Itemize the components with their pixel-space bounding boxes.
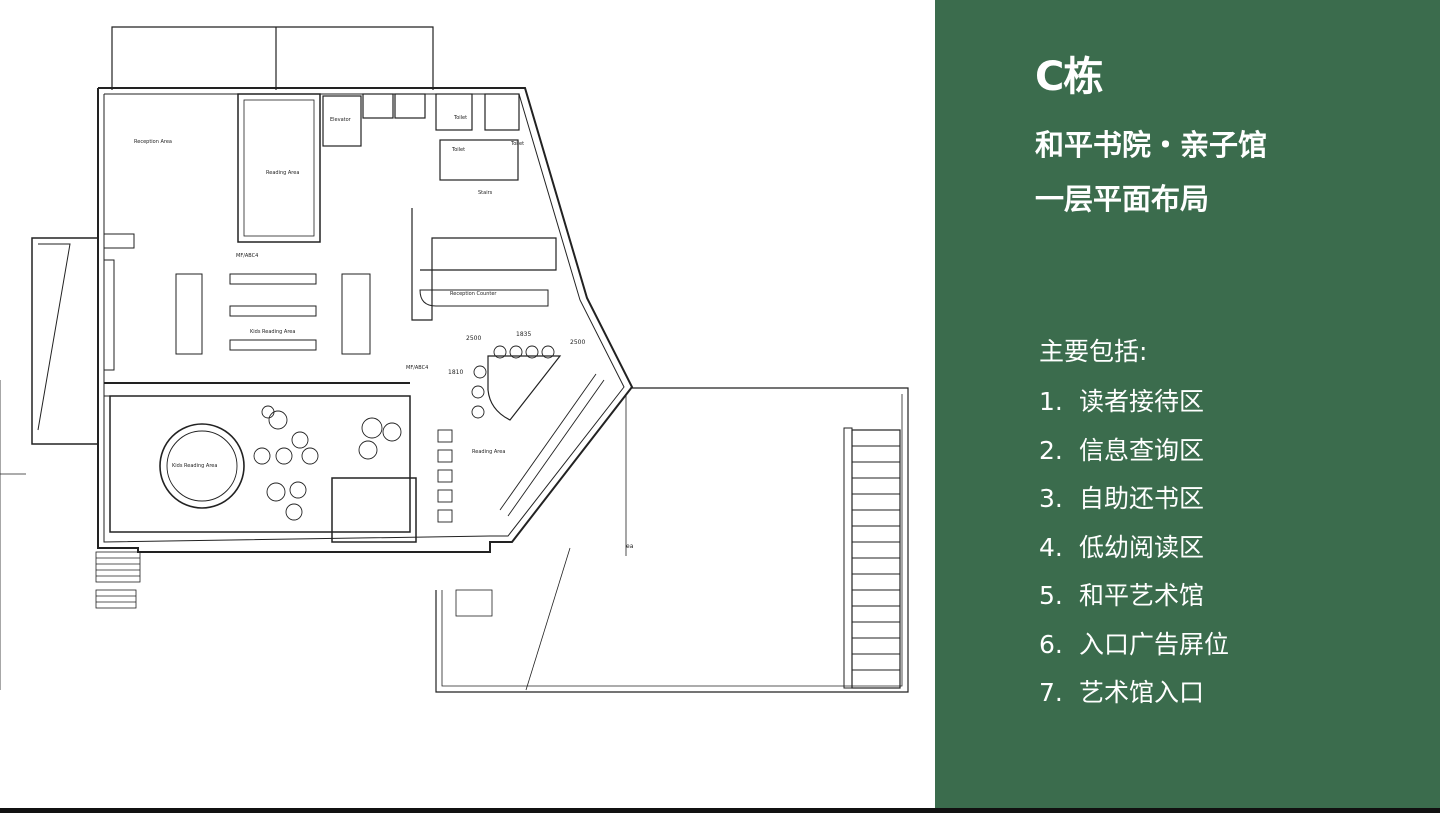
list-item-number: 5. — [1039, 581, 1063, 610]
entrance-canopy — [111, 26, 434, 90]
label-gate-tag-1: MF/ABC4 — [236, 253, 259, 259]
label-fragment-ea: ea — [626, 543, 634, 550]
bottom-border — [0, 808, 1440, 813]
floor-plan: Reception Area Reading Area Elevator Toi… — [0, 26, 909, 693]
list-item: 3. 自助还书区 — [1039, 479, 1229, 528]
list-item-number: 4. — [1039, 532, 1063, 562]
outside-stairs — [95, 551, 141, 609]
label-gate-tag-2: MF/ABC4 — [406, 365, 429, 371]
label-dimension-4: 1810 — [448, 369, 464, 376]
floor-plan-drawing — [0, 26, 909, 693]
list-item-number: 1. — [1039, 387, 1063, 416]
reading-booths — [437, 373, 605, 523]
list-item-label: 入口广告屏位 — [1079, 629, 1230, 659]
kids-reading-area — [109, 395, 411, 533]
left-annex — [31, 237, 99, 445]
elevator-block — [322, 95, 362, 147]
outer-wall — [97, 87, 634, 553]
gallery-staircase — [851, 429, 901, 689]
list-item: 4. 低幼阅读区 — [1039, 528, 1229, 577]
label-toilet-1: Toilet — [454, 115, 468, 121]
label-reading-area-right: Reading Area — [472, 449, 506, 455]
list-item: 7. 艺术馆入口 — [1039, 673, 1229, 722]
label-reception-area: Reception Area — [134, 139, 172, 145]
label-reading-area-top: Reading Area — [266, 170, 300, 176]
list-item: 1. 读者接待区 — [1039, 382, 1229, 431]
venue-subtitle: 和平书院・亲子馆 — [1035, 128, 1268, 162]
building-title: C栋 — [1035, 54, 1103, 100]
reading-area-top — [237, 93, 321, 243]
label-toilet-3: Toilet — [511, 141, 525, 147]
list-item-label: 信息查询区 — [1079, 435, 1205, 465]
list-heading: 主要包括: — [1039, 337, 1148, 366]
info-panel: C栋 和平书院・亲子馆 一层平面布局 主要包括: 1. 读者接待区 2. 信息查询区… — [935, 0, 1440, 808]
label-stairs: Stairs — [478, 190, 493, 196]
list-item-number: 3. — [1039, 484, 1063, 513]
list-item-label: 艺术馆入口 — [1079, 678, 1205, 707]
list-item: 5. 和平艺术馆 — [1039, 576, 1229, 625]
list-item-label: 读者接待区 — [1079, 387, 1205, 416]
kids-seating — [253, 405, 402, 521]
art-gallery-outline — [435, 387, 909, 693]
label-kids-reading-area-lower: Kids Reading Area — [172, 463, 218, 469]
label-toilet-2: Toilet — [452, 147, 466, 153]
list-item-number: 6. — [1039, 629, 1063, 659]
list-item-label: 低幼阅读区 — [1079, 532, 1205, 562]
layout-subtitle: 一层平面布局 — [1035, 182, 1210, 216]
label-dimension-2: 2500 — [466, 335, 482, 342]
label-elevator: Elevator — [330, 117, 351, 123]
label-dimension-1: 1835 — [516, 331, 532, 338]
label-reception-counter: Reception Counter — [450, 291, 497, 297]
label-kids-reading-area-center: Kids Reading Area — [250, 329, 296, 335]
reception-counter — [411, 208, 557, 321]
label-dimension-3: 2500 — [570, 339, 586, 346]
list-item-number: 7. — [1039, 678, 1063, 707]
art-gallery-box — [331, 477, 417, 543]
list-item-label: 和平艺术馆 — [1079, 581, 1205, 610]
area-list: 1.读者接待区 2.信息查询区 3.自助还书区 4.低幼阅读区 5.和平艺术馆 … — [1039, 382, 1229, 722]
list-item-label: 自助还书区 — [1079, 484, 1205, 513]
list-item: 2. 信息查询区 — [1039, 431, 1229, 480]
kids-round-platform — [159, 423, 245, 509]
list-item: 6. 入口广告屏位 — [1039, 625, 1229, 674]
reading-area-right-table — [487, 355, 562, 421]
list-item-number: 2. — [1039, 435, 1063, 465]
